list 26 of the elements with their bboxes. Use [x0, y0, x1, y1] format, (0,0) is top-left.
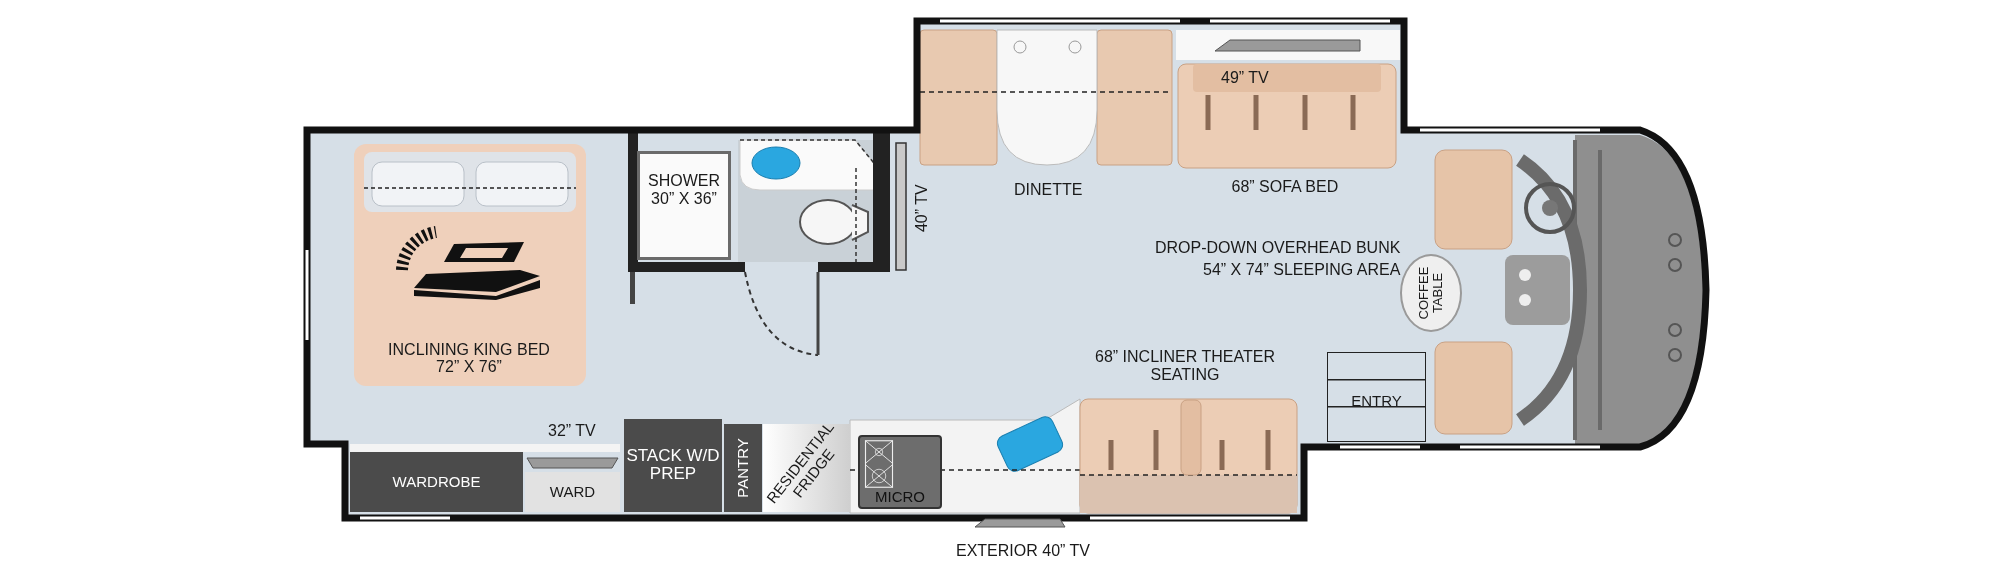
fixture-label: ENTRY — [1350, 393, 1403, 410]
fixture-label: COFFEE TABLE — [1416, 265, 1446, 322]
room-label: 49” TV — [1221, 69, 1269, 88]
room-label: 40” TV — [912, 184, 931, 233]
room-label: 54” X 74” SLEEPING AREA — [1203, 261, 1401, 280]
cooktop-microwave — [858, 435, 942, 509]
bed — [354, 144, 586, 386]
fixture-label: STACK W/D PREP — [625, 446, 721, 485]
room-label: DROP-DOWN OVERHEAD BUNK — [1155, 239, 1401, 258]
fixture-label: MICRO — [874, 488, 926, 505]
refrigerator — [763, 424, 850, 512]
room-label: SHOWER 30” X 36” — [647, 172, 721, 208]
fixture-label: WARD — [548, 483, 597, 501]
wardrobe-cabinet — [350, 452, 523, 512]
room-label: DINETTE — [1014, 181, 1083, 200]
shower-stall — [637, 151, 731, 260]
pantry-cabinet — [724, 424, 762, 512]
washer-dryer-cabinet — [624, 419, 722, 512]
room-label: 68” SOFA BED — [1231, 178, 1339, 197]
fixture-label: WARDROBE — [391, 473, 482, 491]
room-label: INCLINING KING BED 72” X 76” — [387, 340, 551, 376]
fixture-label: PANTRY — [734, 437, 752, 500]
room-label: EXTERIOR 40” TV — [956, 542, 1090, 561]
entry-steps — [1327, 352, 1426, 442]
room-label: 32” TV — [548, 422, 596, 441]
room-label: 68” INCLINER THEATER SEATING — [1094, 347, 1276, 385]
